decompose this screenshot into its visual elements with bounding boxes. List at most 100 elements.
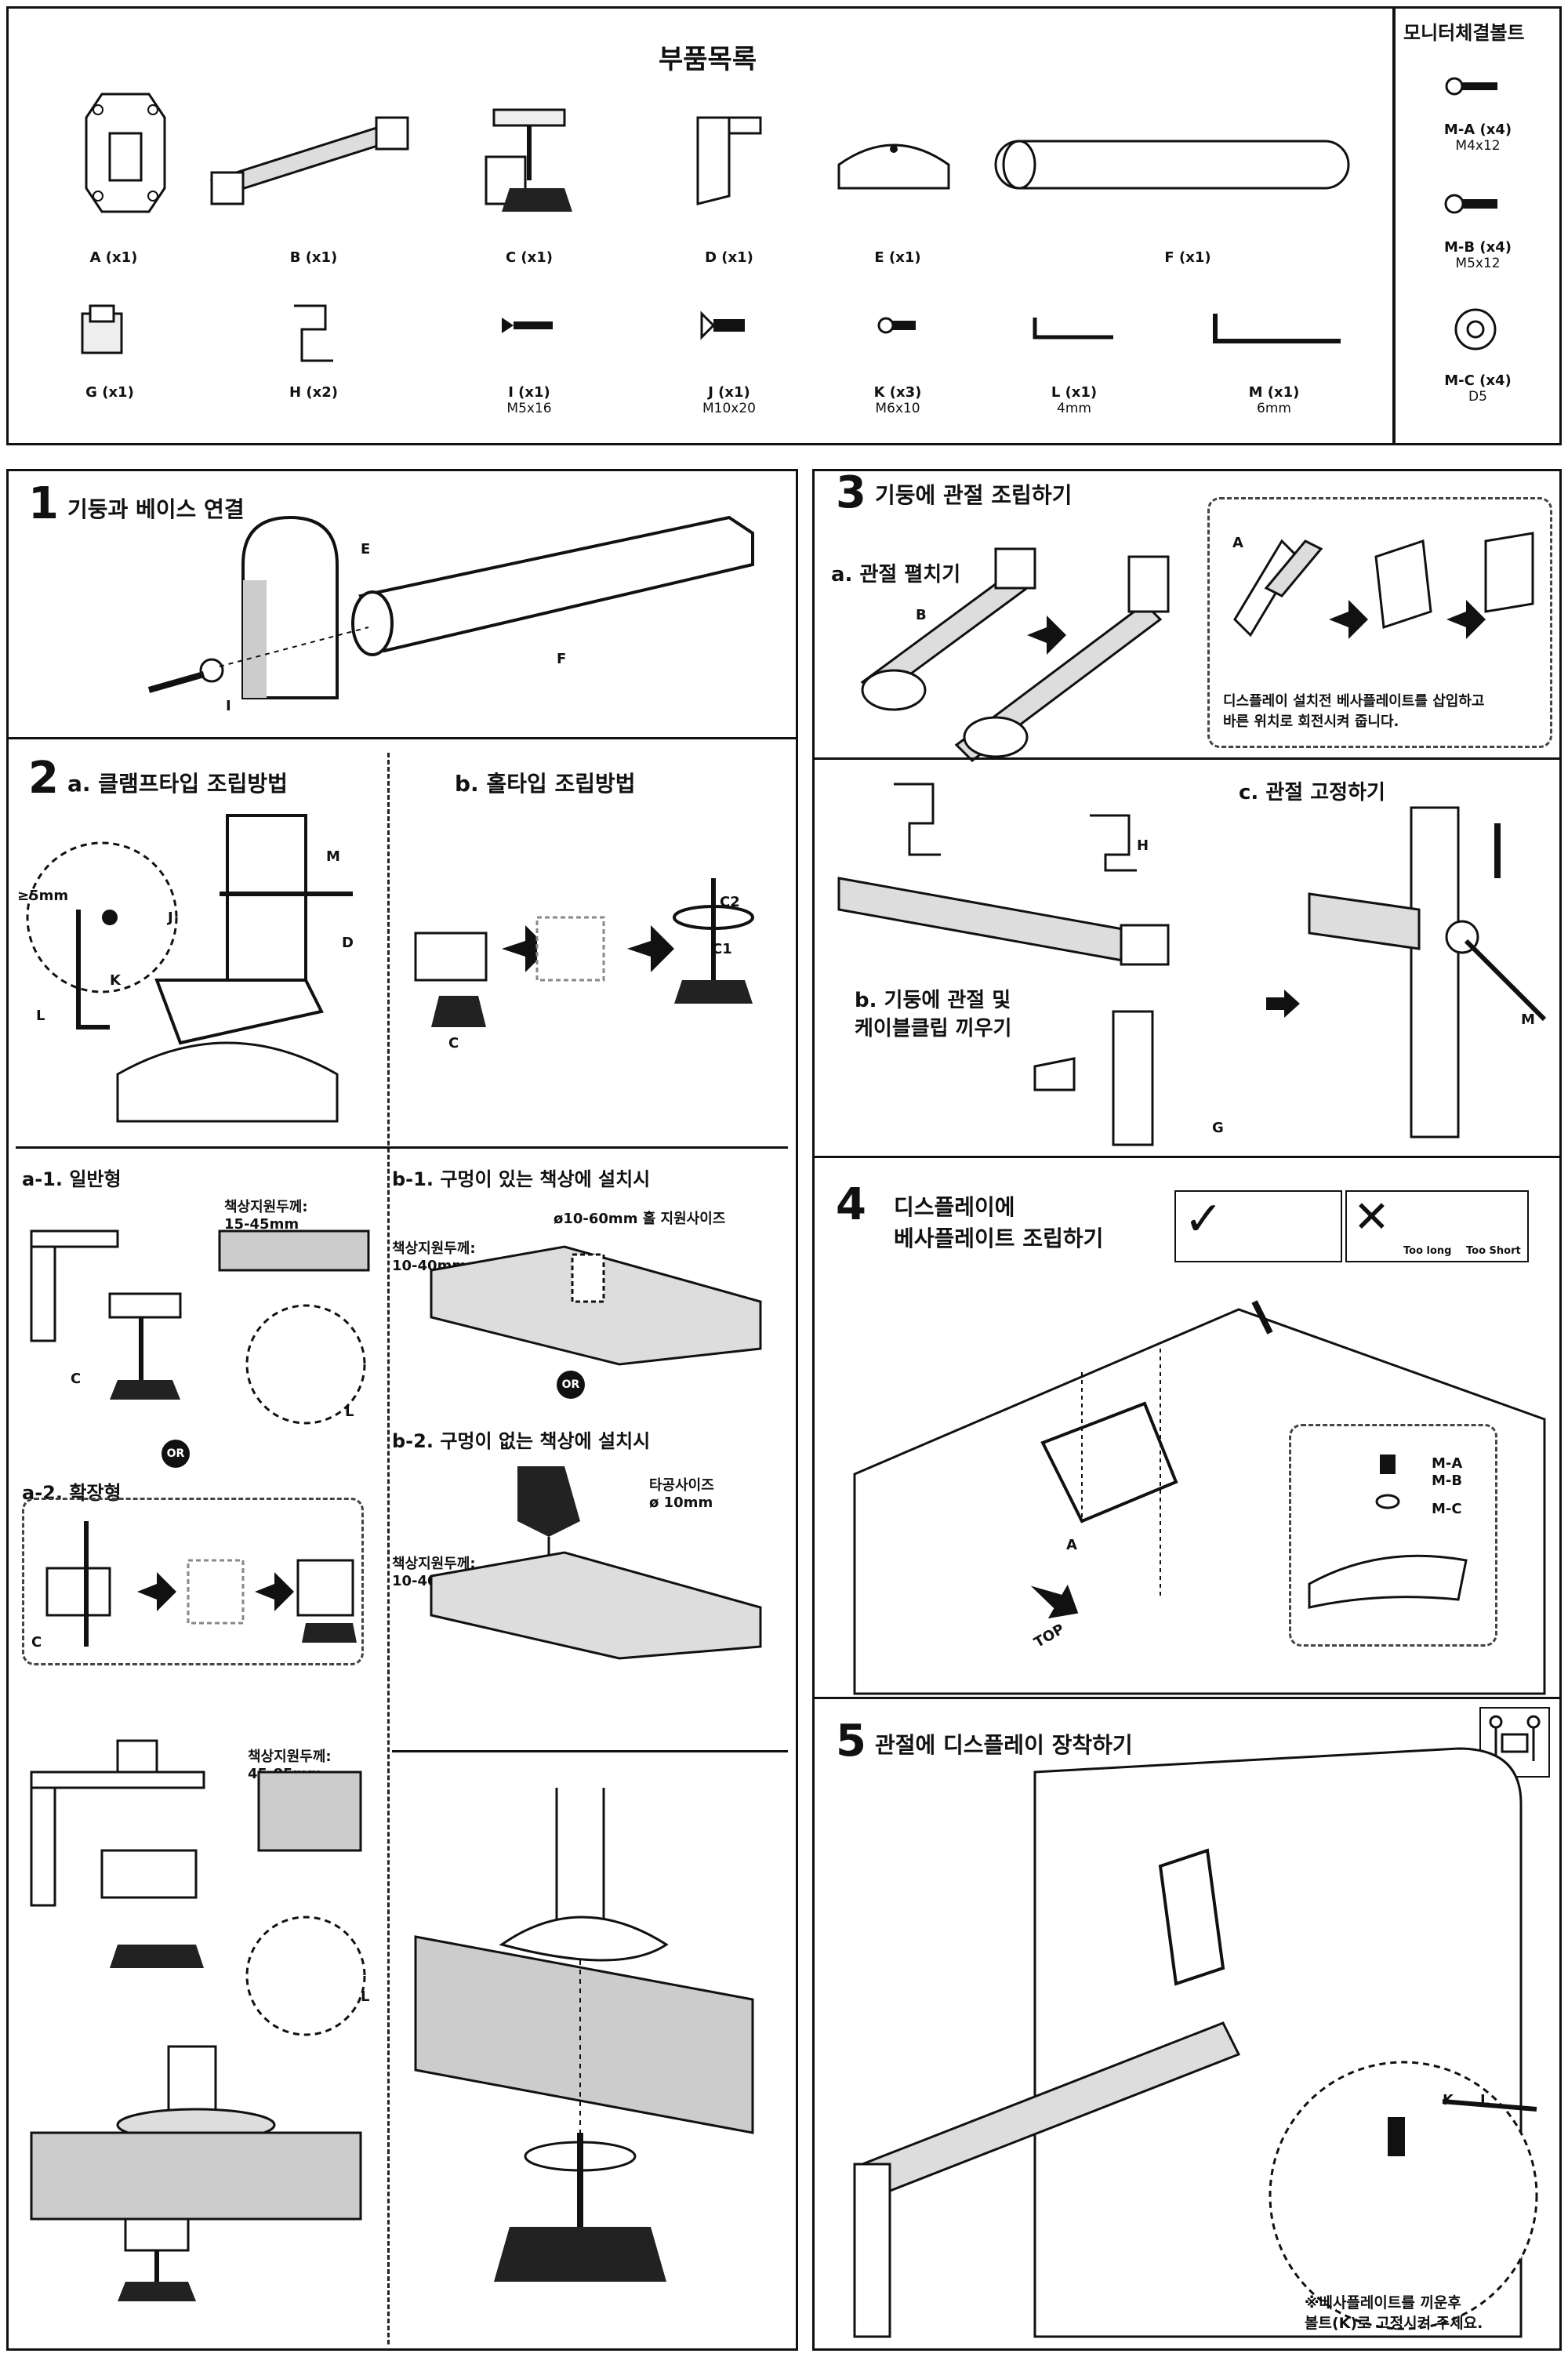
step4-correct-box xyxy=(1174,1190,1342,1262)
part-c-clamp xyxy=(485,108,572,212)
monitor-bolts-panel xyxy=(1392,6,1562,445)
step2-a2-label-c: C xyxy=(31,1634,42,1651)
step3-c-title: c. 관절 고정하기 xyxy=(1239,781,1385,804)
step2-b1-desk-illustration xyxy=(430,1245,762,1366)
part-j-label: J (x1)M10x20 xyxy=(702,384,756,416)
cross-icon: ✕ xyxy=(1353,1192,1390,1243)
part-d-label: D (x1) xyxy=(705,249,753,266)
part-a-vesa-plate xyxy=(85,93,166,213)
part-k-label: K (x3)M6x10 xyxy=(873,384,922,416)
or-badge-a: OR xyxy=(162,1440,190,1468)
step2a-label-5mm: ≥5mm xyxy=(17,888,69,904)
step5-label-k: K xyxy=(1443,2092,1454,2108)
part-h-label: H (x2) xyxy=(289,384,338,401)
part-c-label: C (x1) xyxy=(505,249,554,266)
step3c-arrow xyxy=(1266,990,1300,1018)
step1-label-e: E xyxy=(361,541,371,557)
step4-label-mb: M-B xyxy=(1432,1473,1463,1489)
step3-number: 3 xyxy=(836,467,866,518)
part-a-label: A (x1) xyxy=(89,249,138,266)
step3-a-title: a. 관절 펼치기 xyxy=(831,563,961,587)
part-j-screw xyxy=(700,311,745,340)
step2-a1-title: a-1. 일반형 xyxy=(22,1168,122,1190)
step2-a1-illustration xyxy=(30,1229,370,1425)
step3b-label-g: G xyxy=(1212,1120,1224,1136)
step3-vesa-note-box xyxy=(1207,497,1552,748)
step2a-label-k: K xyxy=(110,972,121,989)
step5-illustration xyxy=(853,1747,1538,2338)
step3a-illustration xyxy=(860,547,1170,762)
step2a-illustration xyxy=(26,814,353,1123)
part-i-screw xyxy=(502,318,553,333)
or-badge-b: OR xyxy=(557,1371,585,1399)
part-e-label: E (x1) xyxy=(874,249,921,266)
part-f-pole xyxy=(994,140,1350,190)
step2-b2-title: b-2. 구멍이 없는 책상에 설치시 xyxy=(392,1430,651,1452)
part-d-bracket xyxy=(696,116,762,205)
washer-mc-label: M-C (x4)D5 xyxy=(1444,372,1512,405)
step4-label-a: A xyxy=(1066,1537,1077,1553)
step5-divider xyxy=(812,1697,1562,1699)
step2-a2-clamp-illustration xyxy=(30,1739,366,2036)
part-l-label: L (x1)4mm xyxy=(1051,384,1098,416)
step1-label-i: I xyxy=(226,698,231,714)
step2-a2-label-l: L xyxy=(361,1988,370,2005)
step3a-label-b: B xyxy=(916,607,927,623)
step1-illustration xyxy=(147,515,754,699)
step1-label-f: F xyxy=(557,651,567,667)
part-h-hook xyxy=(294,304,333,362)
step1-title: 기둥과 베이스 연결 xyxy=(67,496,245,522)
step2-a-title: a. 클램프타입 조립방법 xyxy=(67,771,288,797)
step2-a1-thickness: 책상지원두께:15-45mm xyxy=(224,1199,308,1233)
step4-divider xyxy=(812,1156,1562,1158)
step3c-label-m: M xyxy=(1521,1011,1535,1028)
step2-b1-title: b-1. 구멍이 있는 책상에 설치시 xyxy=(392,1168,651,1190)
step3-vesa-illustration xyxy=(1233,532,1534,639)
right-steps-panel xyxy=(812,469,1562,2351)
step3b-illustration xyxy=(837,783,1170,1146)
bolt-ma-icon xyxy=(1445,77,1497,96)
step2-subdivider xyxy=(16,1146,788,1149)
step2-b-title: b. 홀타입 조립방법 xyxy=(455,771,636,797)
step2-a1-label-l: L xyxy=(345,1404,354,1420)
bolt-mb-label: M-B (x4)M5x12 xyxy=(1444,239,1512,271)
part-g-cable-clip xyxy=(81,304,123,354)
part-b-arm xyxy=(209,116,409,205)
step2-a2-box xyxy=(22,1498,364,1665)
step2-a-final-illustration xyxy=(30,2045,362,2301)
step3c-illustration xyxy=(1308,806,1547,1139)
part-k-screw xyxy=(877,317,916,334)
step4-too-short: Too Short xyxy=(1466,1245,1521,1257)
step4-too-long: Too long xyxy=(1403,1245,1452,1257)
step4-detail-box xyxy=(1289,1424,1497,1647)
bolt-ma-label: M-A (x4)M4x12 xyxy=(1443,122,1512,154)
step2-a2-illustration xyxy=(45,1521,357,1647)
step2a-label-d: D xyxy=(342,935,354,951)
step2-column-divider xyxy=(387,753,390,2344)
step2b-label-c2: C2 xyxy=(720,894,740,910)
step4-wrong-box xyxy=(1345,1190,1529,1262)
step2b-label-c1: C1 xyxy=(712,941,732,957)
step2a-label-l: L xyxy=(36,1008,45,1024)
step2b-label-c: C xyxy=(448,1035,459,1051)
step2b-illustration xyxy=(414,878,754,1027)
step4-label-ma: M-A xyxy=(1432,1455,1463,1472)
step2-b1-hole: ø10-60mm 홀 지원사이즈 xyxy=(554,1211,726,1227)
step2a-label-m: M xyxy=(326,848,340,865)
bolt-mb-icon xyxy=(1444,194,1497,214)
step2b-subdivider xyxy=(392,1750,788,1752)
step3b-label-h: H xyxy=(1137,837,1149,854)
part-f-label: F (x1) xyxy=(1164,249,1211,266)
step2-b-final-illustration xyxy=(414,1788,754,2282)
step2-b2-desk-illustration xyxy=(430,1466,762,1660)
parts-list-title: 부품목록 xyxy=(659,44,757,75)
step1-divider xyxy=(6,737,798,739)
step3-title: 기둥에 관절 조립하기 xyxy=(875,482,1073,508)
part-i-label: I (x1)M5x16 xyxy=(506,384,552,416)
step2-a2-title: a-2. 확장형 xyxy=(22,1482,122,1504)
part-e-base xyxy=(837,143,950,190)
